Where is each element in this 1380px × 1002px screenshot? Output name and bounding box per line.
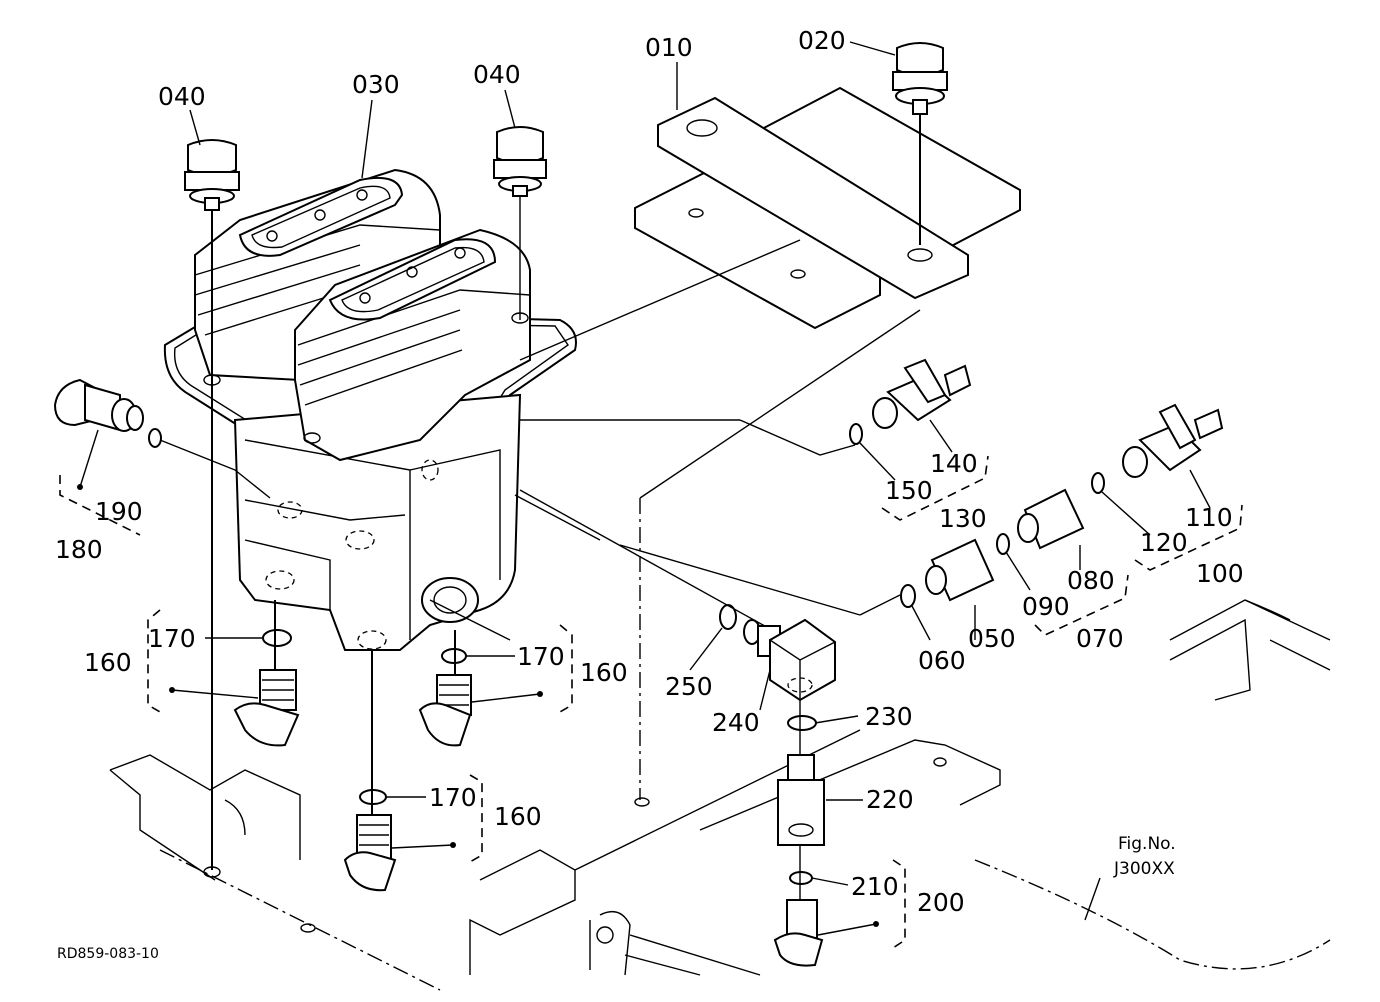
bolt-020 <box>892 42 948 245</box>
drawing-code: RD859-083-10 <box>57 946 159 962</box>
chain-lines <box>159 239 921 920</box>
label-120: 120 <box>1140 528 1188 557</box>
label-090: 090 <box>1022 592 1070 621</box>
label-160-bottom: 160 <box>494 802 542 831</box>
label-080: 080 <box>1067 566 1115 595</box>
label-190: 190 <box>95 497 143 526</box>
plate-010 <box>634 86 1021 330</box>
label-220: 220 <box>866 785 914 814</box>
label-leaders <box>189 41 1211 921</box>
fitting-180 <box>53 378 162 490</box>
label-100: 100 <box>1196 559 1244 588</box>
label-110: 110 <box>1185 503 1233 532</box>
knob-040-left <box>184 139 240 878</box>
label-040-right: 040 <box>473 60 521 89</box>
fitting-160-bottom <box>343 789 456 892</box>
label-040-left: 040 <box>158 82 206 111</box>
fig-no-label: Fig.No. <box>1118 834 1176 854</box>
fig-no-value: J300XX <box>1114 859 1175 879</box>
label-170-right: 170 <box>517 642 565 671</box>
label-050: 050 <box>968 624 1016 653</box>
base-frame <box>109 599 1331 991</box>
label-200: 200 <box>917 888 965 917</box>
pilot-valve-030 <box>163 168 577 651</box>
fitting-240 <box>719 604 836 702</box>
label-160-left: 160 <box>84 648 132 677</box>
assembly-brackets <box>59 455 1243 949</box>
label-240: 240 <box>712 708 760 737</box>
label-170-left: 170 <box>148 624 196 653</box>
knob-040-right <box>493 126 547 320</box>
label-020: 020 <box>798 26 846 55</box>
label-250: 250 <box>665 672 713 701</box>
label-170-bottom: 170 <box>429 783 477 812</box>
label-160-right: 160 <box>580 658 628 687</box>
label-010: 010 <box>645 33 693 62</box>
label-140: 140 <box>930 449 978 478</box>
fitting-050 <box>900 538 995 608</box>
label-070: 070 <box>1076 624 1124 653</box>
label-150: 150 <box>885 476 933 505</box>
label-130: 130 <box>939 504 987 533</box>
label-210: 210 <box>851 872 899 901</box>
fitting-110 <box>1091 403 1224 494</box>
fitting-140 <box>849 358 972 445</box>
fitting-160-right <box>418 648 543 747</box>
fitting-080 <box>996 488 1085 555</box>
label-030: 030 <box>352 70 400 99</box>
fitting-160-left <box>169 629 300 747</box>
fitting-200-stack <box>773 715 879 967</box>
label-180: 180 <box>55 535 103 564</box>
label-230: 230 <box>865 702 913 731</box>
label-060: 060 <box>918 646 966 675</box>
